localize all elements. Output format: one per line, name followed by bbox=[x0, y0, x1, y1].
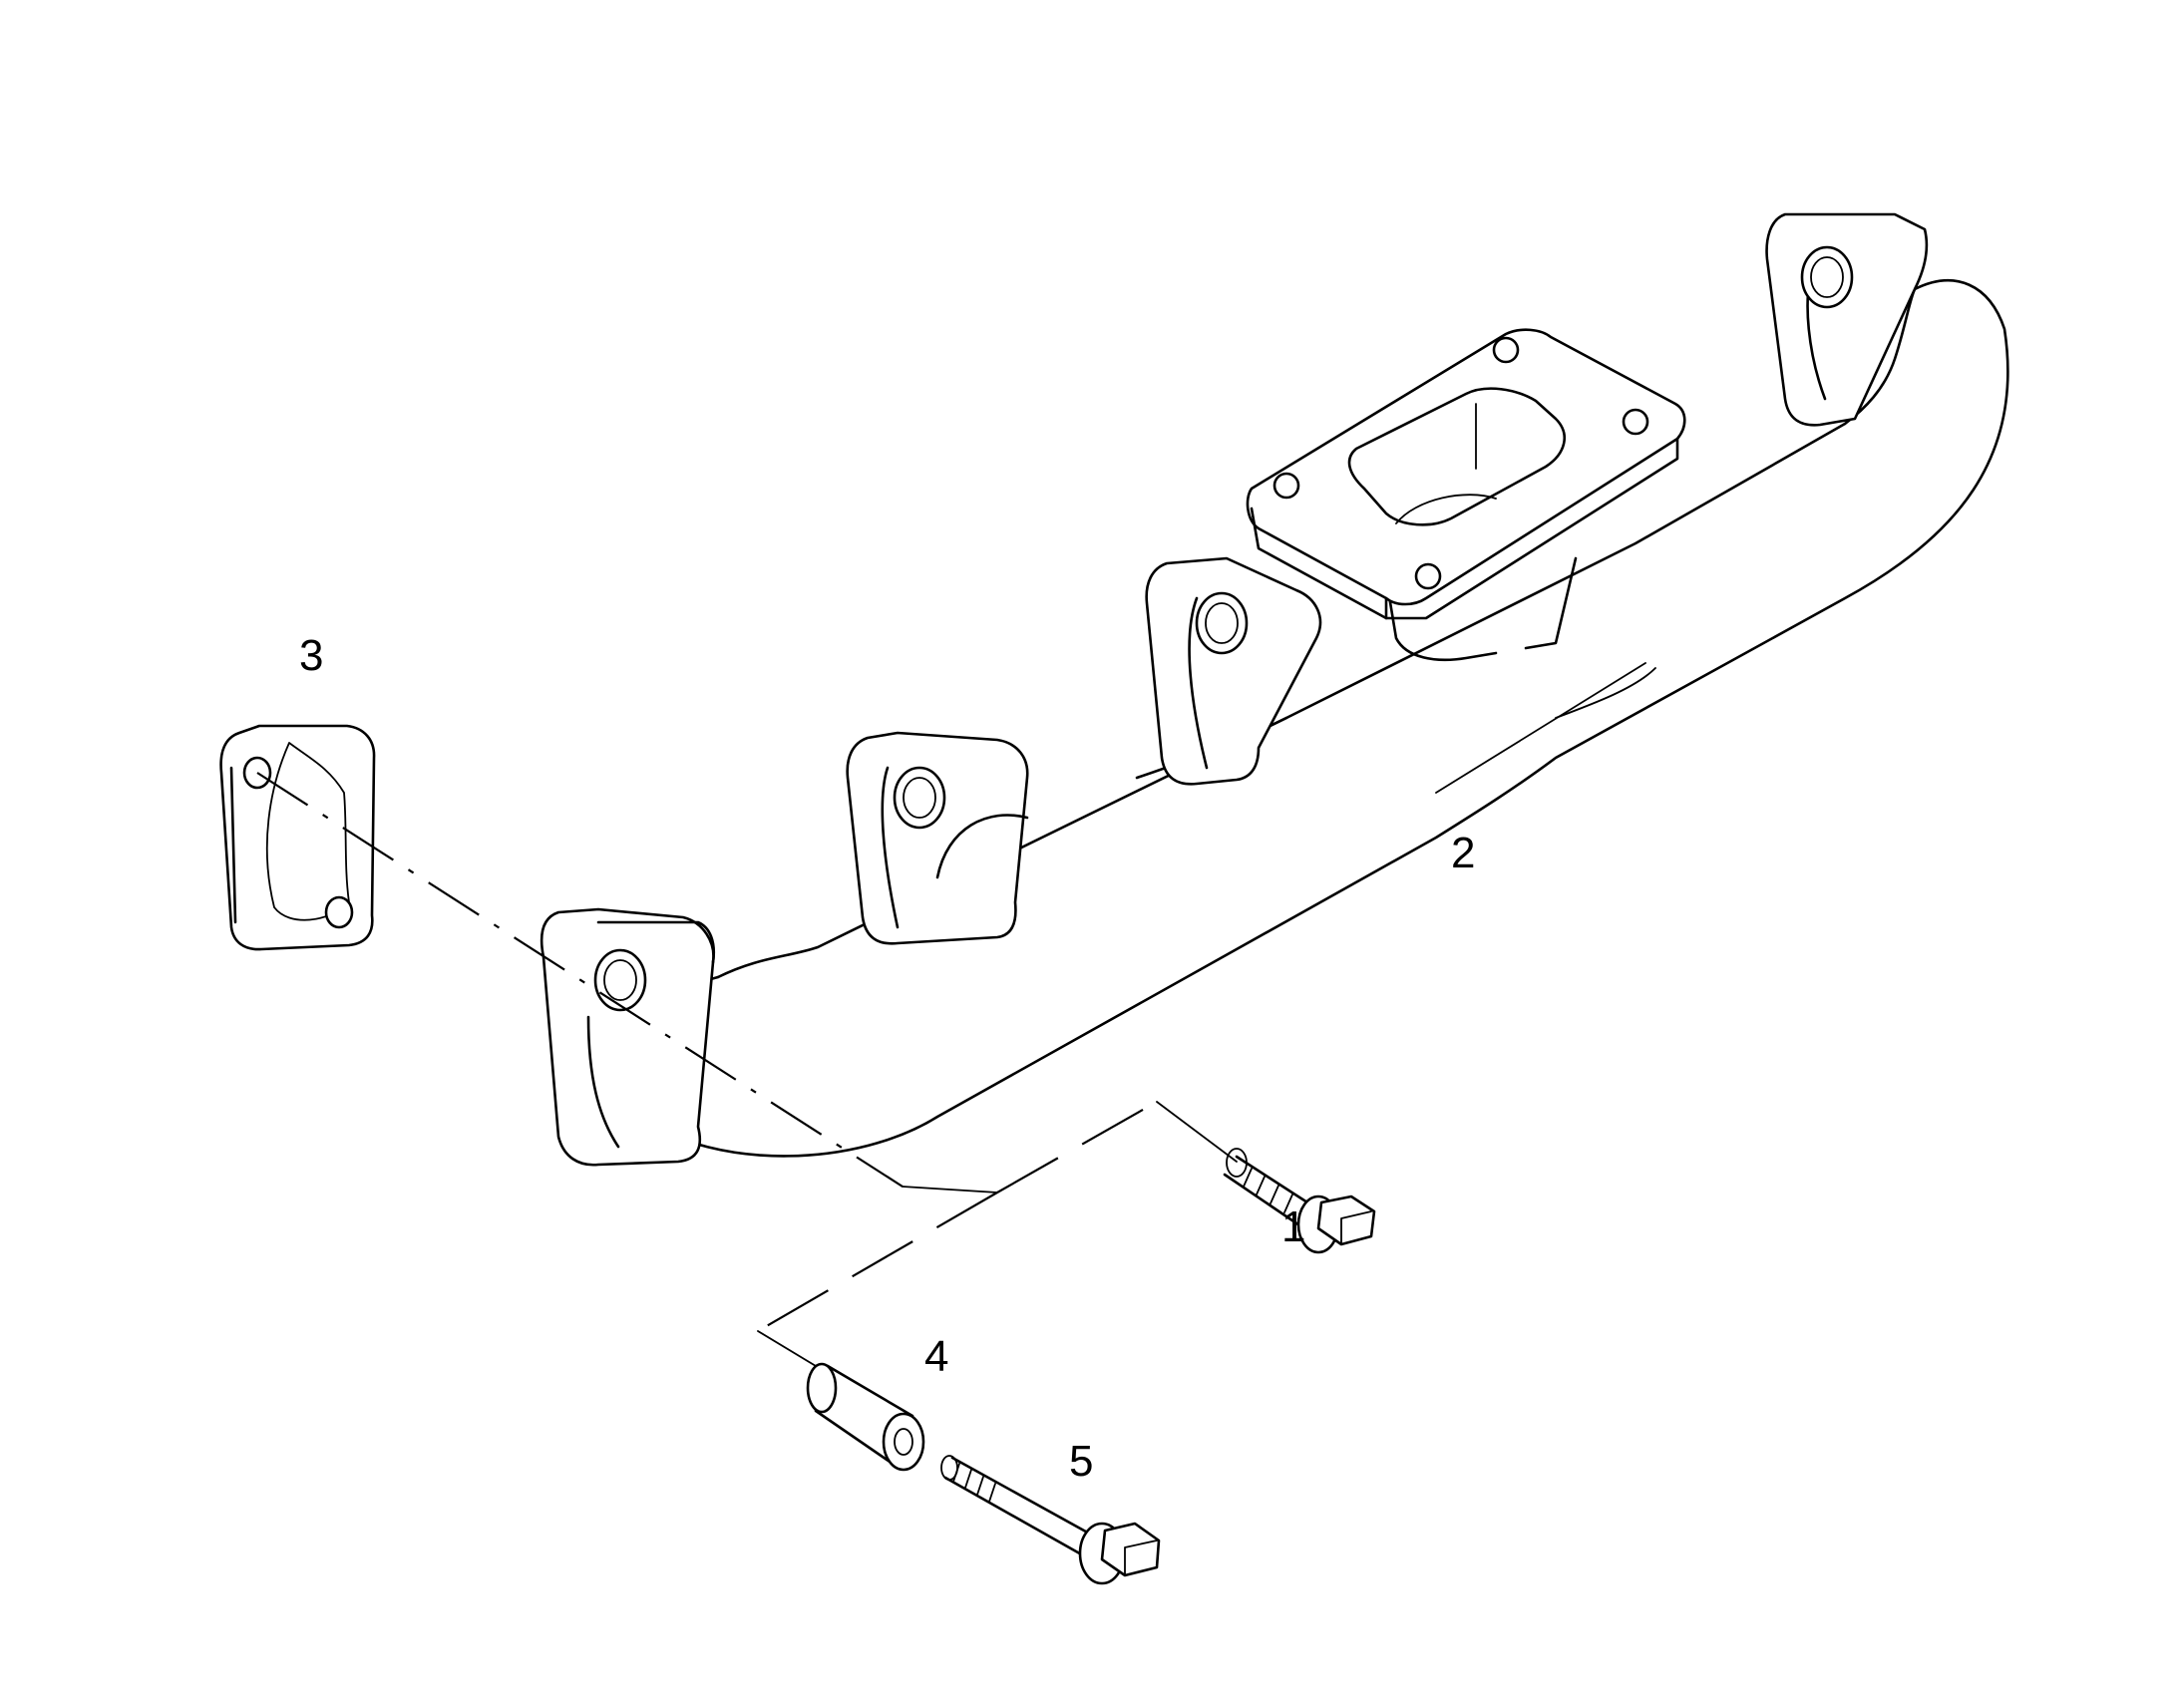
spacer-sleeve bbox=[806, 1362, 925, 1472]
bolt-long bbox=[940, 1455, 1161, 1585]
callout-4: 4 bbox=[924, 1332, 948, 1381]
callout-3: 3 bbox=[299, 631, 323, 680]
exhaust-manifold bbox=[540, 212, 2009, 1167]
manifold-gasket bbox=[219, 724, 376, 951]
bolt-short bbox=[1223, 1148, 1376, 1254]
callout-5: 5 bbox=[1069, 1437, 1093, 1486]
callout-2: 2 bbox=[1451, 829, 1475, 877]
callout-1: 1 bbox=[1281, 1202, 1305, 1251]
alignment-centerline bbox=[256, 772, 904, 1188]
callout-leader-lines bbox=[757, 1101, 1238, 1367]
